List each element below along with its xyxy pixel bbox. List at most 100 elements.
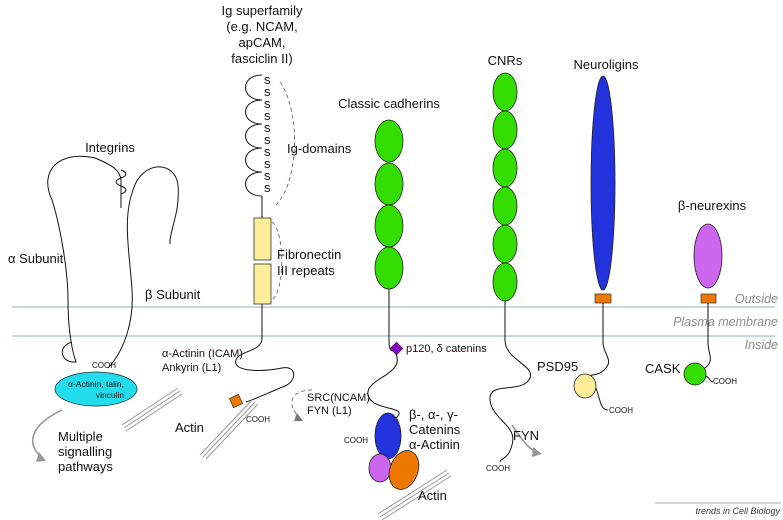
neurexin-tail [696,303,711,373]
cnr-domain-6 [492,262,518,302]
disulfide-s: s [264,180,271,195]
signalling-label-line2: signalling [58,444,112,459]
beta-subunit-label: β Subunit [145,287,201,302]
plasma-membrane: Outside Plasma membrane Inside [12,292,778,352]
beta-subunit-chain [107,166,179,369]
cnrs-title: CNRs [488,53,523,68]
integrins-group: Integrins α Subunit β Subunit COOH α-Act… [8,140,201,474]
signalling-arrowhead-icon [36,452,46,462]
src-fyn-arrow [291,389,313,419]
cadherin-transmembrane [388,289,397,352]
ig-cooh-label: COOH [246,415,270,424]
cnr-cytoplasmic-tail [489,301,531,463]
fibronectin-repeat-1 [253,217,272,261]
cnr-domain-4 [492,186,518,226]
neuroligin-cooh-tail [595,387,609,411]
cadherin-domain-3 [374,204,404,248]
p120-binding-diamond [389,341,404,356]
neuroligin-cooh-label: COOH [609,406,633,415]
fyn-arrowhead-icon [532,447,542,457]
ig-title-line2: (e.g. NCAM, [226,19,298,34]
disulfide-s: s [264,96,271,111]
fibronectin-label-line1: Fibronectin [277,247,341,262]
cadherins-title: Classic cadherins [338,96,440,111]
neurexin-transmembrane-box [700,293,717,304]
inside-label: Inside [745,338,778,352]
catenins-label-line3: α-Actinin [409,437,460,452]
alpha-actinin [388,450,420,490]
cadherin-actin-filaments [377,469,452,520]
ig-domains-label: Ig-domains [287,141,352,156]
integrin-actin-filaments [121,387,183,432]
credit-label: trends in Cell Biology [695,506,780,516]
outside-label: Outside [735,292,778,306]
ig-title-line1: Ig superfamily [222,3,303,18]
p120-label: p120, δ catenins [406,343,487,355]
disulfide-s: s [264,144,271,159]
neuroligin-transmembrane-box [594,293,612,304]
ankyrin-label: Ankyrin (L1) [162,362,221,374]
neurexins-title: β-neurexins [678,198,747,213]
fibronectin-label-line2: III repeats [277,263,335,278]
ig-cytoplasmic-tail [235,304,295,403]
cnr-cooh-label: COOH [486,464,510,473]
ig-domain-loops [245,74,263,218]
neurexin-cooh-tail [705,375,714,383]
cadherin-domain-4 [374,246,404,290]
cadherins-group: Classic cadherins p120, δ catenins COOH … [338,96,487,520]
catenins-label-line2: Catenins [409,422,461,437]
cadherin-domain-2 [374,162,404,206]
integrin-cooh-label: COOH [92,361,116,370]
cask-label: CASK [645,361,681,376]
neuroligin-tail [583,303,610,381]
cnr-domain-1 [492,72,518,112]
disulfide-s: s [264,108,271,123]
alpha-catenin [368,453,392,483]
cadherin-cytoplasmic-tail [367,353,400,419]
disulfide-s: s [264,120,271,135]
disulfide-s: s [264,84,271,99]
src-ncam-label: SRC(NCAM) [307,392,370,404]
neurexin-ectodomain [693,223,723,289]
ig-actin-binding-box [228,393,244,409]
neurexin-cooh-label: COOH [713,377,737,386]
actinin-icam-label: α-Actinin (ICAM) [162,348,243,360]
ig-superfamily-group: Ig superfamily (e.g. NCAM, apCAM, fascic… [162,3,370,460]
cadherin-domain-1 [374,119,404,163]
ig-actin-filaments [199,399,259,460]
alpha-subunit-label: α Subunit [8,251,64,266]
fyn-l1-label: FYN (L1) [307,405,352,417]
psd95-protein [573,373,597,399]
integrins-title: Integrins [85,140,135,155]
complex-label-line2: vinculin [96,390,125,400]
psd95-label: PSD95 [537,359,578,374]
fyn-label: FYN [513,428,539,443]
complex-label-line1: α-Actinin, talin, [68,379,124,389]
src-fyn-arrowhead-icon [294,413,303,421]
cnr-domain-3 [492,148,518,188]
disulfide-s: s [264,156,271,171]
disulfide-bonds: s s s s s s s s s s [264,72,271,195]
cnr-domain-5 [492,224,518,264]
neuroligins-group: Neuroligins PSD95 COOH [537,57,639,415]
plasma-membrane-label: Plasma membrane [673,315,778,329]
cadherin-actin-label: Actin [418,488,447,503]
actinin-talin-vinculin-complex [54,371,138,407]
disulfide-s: s [264,168,271,183]
fibronectin-repeat-2 [253,263,272,305]
beta-catenin [374,412,402,460]
disulfide-s: s [264,132,271,147]
ig-title-line3: apCAM, [239,35,286,50]
catenins-label-line1: β-, α-, γ- [409,407,458,422]
cadherin-cooh-label: COOH [344,436,368,445]
ig-title-line4: fasciclin II) [231,51,292,66]
cnrs-group: CNRs FYN COOH [486,53,542,473]
neuroligins-title: Neuroligins [573,57,639,72]
ig-actin-label: Actin [175,420,204,435]
alpha-subunit-chain [47,155,122,363]
alpha-subunit-loops [115,169,127,195]
neurexins-group: β-neurexins CASK COOH [645,198,747,386]
cask-protein [683,362,707,386]
